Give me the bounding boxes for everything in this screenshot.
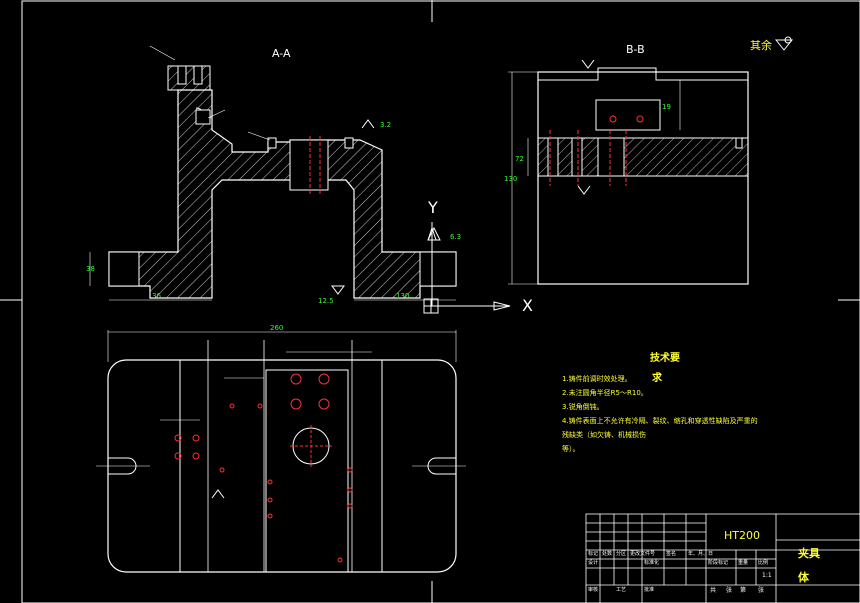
tech-req-item-6: 等）。 — [562, 445, 580, 453]
tb-row-0: 设计 — [588, 560, 599, 566]
part-name: 夹具 — [798, 547, 820, 560]
tb-row-2: 阶段标记 — [708, 560, 729, 566]
scale-value: 1:1 — [762, 572, 772, 579]
coordinate-axes — [423, 222, 511, 314]
tb-header-2: 分区 — [616, 551, 627, 557]
tech-req-item-2: 2.未注圆角半径R5～R10。 — [562, 389, 648, 397]
dim-s5: 12.5 — [318, 297, 334, 305]
tb-header-4: 签名 — [666, 551, 677, 557]
axis-y-label: Y — [428, 198, 438, 217]
tb-bottom-3: 共 — [710, 587, 717, 594]
tb-header-3: 更改文件号 — [630, 551, 656, 557]
tech-req-item-1: 1.铸件前调时效处理。 — [562, 375, 632, 383]
dim-top-width: 260 — [270, 324, 284, 332]
material-label: HT200 — [724, 529, 760, 542]
tech-req-item-5: 残缺类（如欠铸、机械损伤 — [562, 431, 646, 439]
tech-req-title2: 求 — [652, 373, 662, 384]
tb-header-1: 处数 — [602, 551, 613, 557]
tech-req-title: 技术要 — [650, 353, 680, 364]
tb-row-4: 比例 — [758, 560, 769, 566]
tb-row-3: 重量 — [738, 560, 749, 566]
section-aa-title: A-A — [272, 47, 291, 60]
dim-v3: 19 — [662, 103, 671, 111]
section-bb-view — [508, 59, 749, 285]
surface-finish-symbol — [774, 36, 794, 51]
tb-bottom-0: 审核 — [588, 587, 599, 593]
dim-v4: 38 — [86, 265, 95, 273]
dim-v2: 72 — [515, 155, 524, 163]
dim-s1: 36 — [152, 292, 161, 300]
dim-s4: 6.3 — [450, 233, 462, 241]
tb-bottom-6: 张 — [758, 587, 765, 594]
dim-s2: 130 — [396, 292, 410, 300]
tech-req-item-3: 3.锐角倒钝。 — [562, 403, 604, 411]
dim-s3: 3.2 — [380, 121, 392, 129]
tb-row-1: 标准化 — [644, 560, 660, 566]
tb-bottom-2: 批准 — [644, 587, 655, 593]
section-bb-title: B-B — [626, 43, 645, 56]
finish-label: 其余 — [750, 39, 772, 52]
tb-bottom-4: 张 — [726, 587, 733, 594]
part-name-2: 体 — [798, 571, 809, 584]
axis-x-label: X — [522, 296, 533, 315]
dim-v1: 130 — [504, 175, 518, 183]
title-block — [585, 513, 860, 603]
section-aa-view — [89, 45, 457, 301]
tech-req-item-4: 4.铸件表面上不允许有冷隔、裂纹、缩孔和穿透性缺陷及严重的 — [562, 417, 758, 425]
tb-bottom-5: 第 — [740, 587, 747, 594]
tb-bottom-1: 工艺 — [616, 587, 627, 593]
tb-header-0: 标记 — [588, 551, 599, 557]
plan-view — [96, 330, 466, 573]
tb-header-5: 年、月、日 — [688, 551, 714, 557]
